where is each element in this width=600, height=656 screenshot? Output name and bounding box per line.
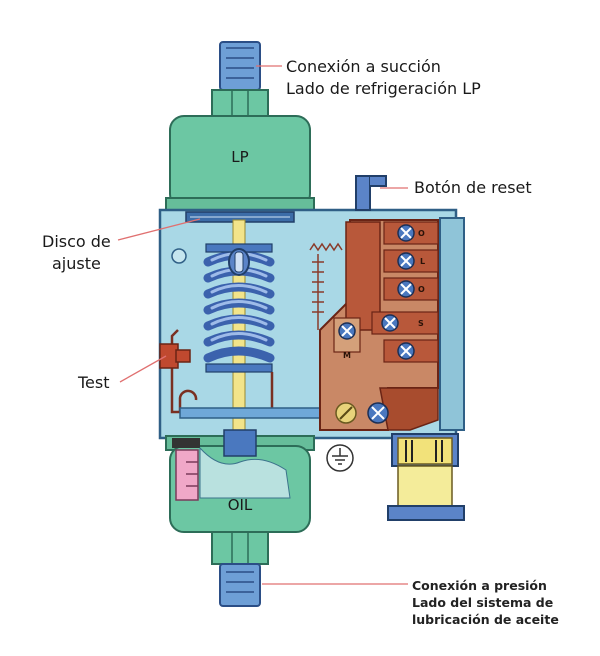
leader-lines [117, 65, 408, 585]
terminal-m-label: M [343, 351, 351, 360]
terminal-o-top-label: O [418, 229, 425, 238]
terminal-block [319, 219, 439, 431]
screw-icon [397, 280, 415, 298]
screw-icon [367, 402, 389, 424]
test-label-text: Test [78, 373, 110, 392]
suction-connection-label: Conexión a succión Lado de refrigeración… [286, 56, 481, 100]
terminal-screws [335, 224, 415, 424]
disc-leader [117, 218, 201, 241]
oil-fitting [211, 531, 269, 607]
reset-button-label: Botón de reset [414, 177, 532, 199]
oil-housing [165, 429, 315, 533]
suction-label-line1: Conexión a succión [286, 57, 441, 76]
test-leader [119, 355, 167, 383]
oil-label-line2: Lado del sistema de [412, 595, 554, 610]
lp-housing [165, 115, 315, 213]
suction-label-line2: Lado de refrigeración LP [286, 79, 481, 98]
terminal-l-label: L [420, 257, 425, 266]
terminal-o-bottom-label: O [418, 285, 425, 294]
disc-label-line1: Disco de [42, 232, 111, 251]
adjusting-disc-label: Disco de ajuste [42, 231, 111, 275]
screw-icon [397, 342, 415, 360]
screw-icon [397, 224, 415, 242]
screw-icon [381, 314, 399, 332]
ground-icon [326, 444, 354, 472]
terminal-s-label: S [418, 319, 424, 328]
oil-connection-label: Conexión a presión Lado del sistema de l… [412, 577, 559, 628]
cable-gland [387, 433, 465, 521]
screw-icon [397, 252, 415, 270]
oil-label: OIL [228, 496, 253, 514]
lp-label: LP [231, 148, 248, 166]
oil-label-line1: Conexión a presión [412, 578, 547, 593]
oil-label-line3: lubricación de aceite [412, 612, 559, 627]
reset-button-part [355, 175, 387, 211]
screw-icon [338, 322, 356, 340]
suction-fitting [211, 41, 269, 119]
disc-label-line2: ajuste [51, 254, 101, 273]
reset-label-text: Botón de reset [414, 178, 532, 197]
test-label: Test [78, 372, 110, 394]
spring-seat-bottom [205, 363, 273, 373]
screw-icon [335, 402, 357, 424]
contact-spring [309, 242, 343, 330]
